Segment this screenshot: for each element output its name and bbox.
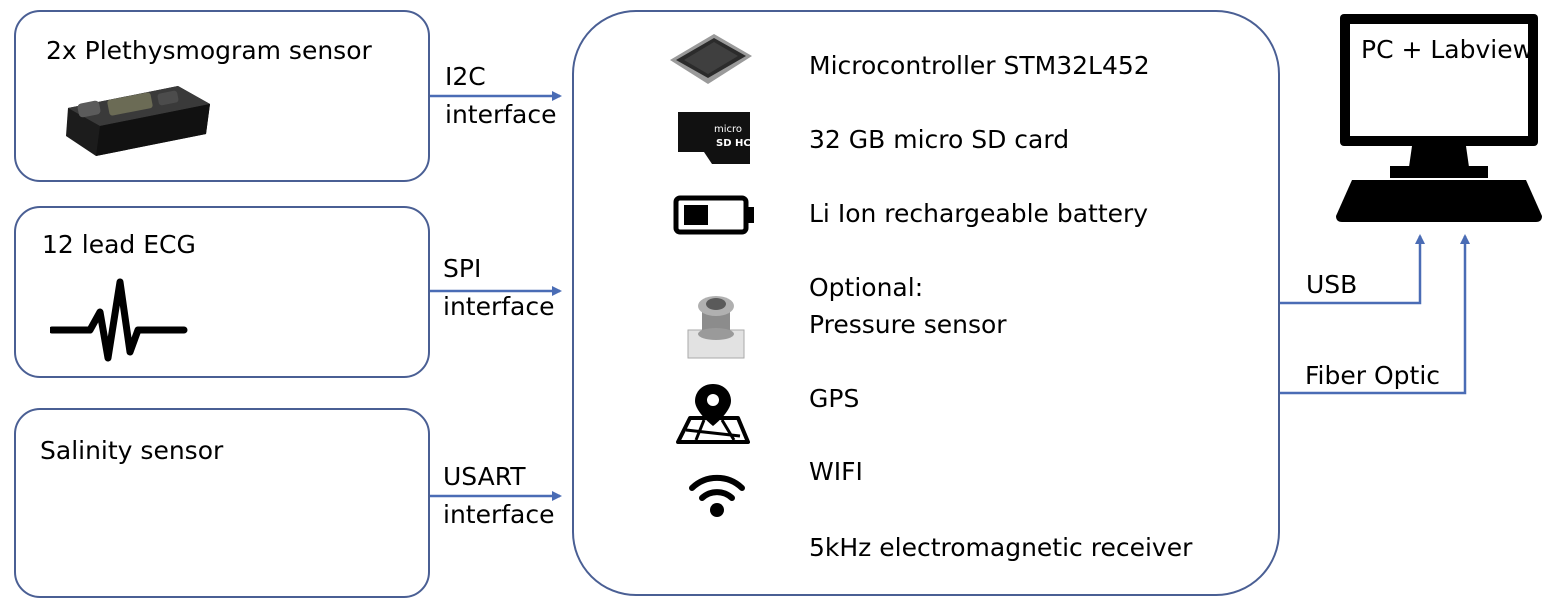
plethysmogram-box [14, 10, 430, 182]
plethysmogram-sensor-icon [66, 86, 210, 156]
i2c-label: I2C [445, 62, 486, 91]
microcontroller-hub-box [572, 10, 1280, 596]
fiber-optic-label: Fiber Optic [1305, 361, 1441, 390]
pressure-sensor-label: Pressure sensor [809, 310, 1007, 339]
wifi-icon [689, 474, 745, 517]
battery-label: Li Ion rechargeable battery [809, 199, 1149, 228]
salinity-box [14, 408, 430, 598]
optional-label: Optional: [809, 273, 924, 302]
spi-label: SPI [443, 254, 482, 283]
pressure-sensor-icon [687, 296, 745, 359]
chip-icon [670, 34, 752, 84]
salinity-title: Salinity sensor [40, 436, 224, 465]
plethysmogram-title: 2x Plethysmogram sensor [46, 36, 372, 65]
usb-label: USB [1306, 270, 1358, 299]
fiber-optic-connector [1280, 234, 1470, 395]
microcontroller-label: Microcontroller STM32L452 [809, 51, 1150, 80]
spi-interface-label: interface [443, 292, 555, 321]
sd-card-icon: micro SD HC [678, 112, 751, 164]
sd-card-label: 32 GB micro SD card [809, 125, 1070, 154]
usart-interface-label: interface [443, 500, 555, 529]
battery-icon [673, 195, 754, 235]
pc-icon [1336, 14, 1542, 222]
svg-text:micro: micro [714, 124, 742, 135]
map-pin-icon [676, 384, 750, 444]
em-receiver-label: 5kHz electromagnetic receiver [809, 533, 1193, 562]
pc-label: PC + Labview [1361, 35, 1534, 64]
svg-text:SD HC: SD HC [716, 138, 751, 149]
usb-connector [1280, 234, 1425, 305]
i2c-interface-label: interface [445, 100, 557, 129]
wifi-label: WIFI [809, 457, 863, 486]
usart-label: USART [443, 462, 526, 491]
gps-label: GPS [809, 384, 860, 413]
ecg-box [14, 206, 430, 378]
ecg-title: 12 lead ECG [42, 230, 196, 259]
ecg-waveform-icon [50, 278, 188, 362]
